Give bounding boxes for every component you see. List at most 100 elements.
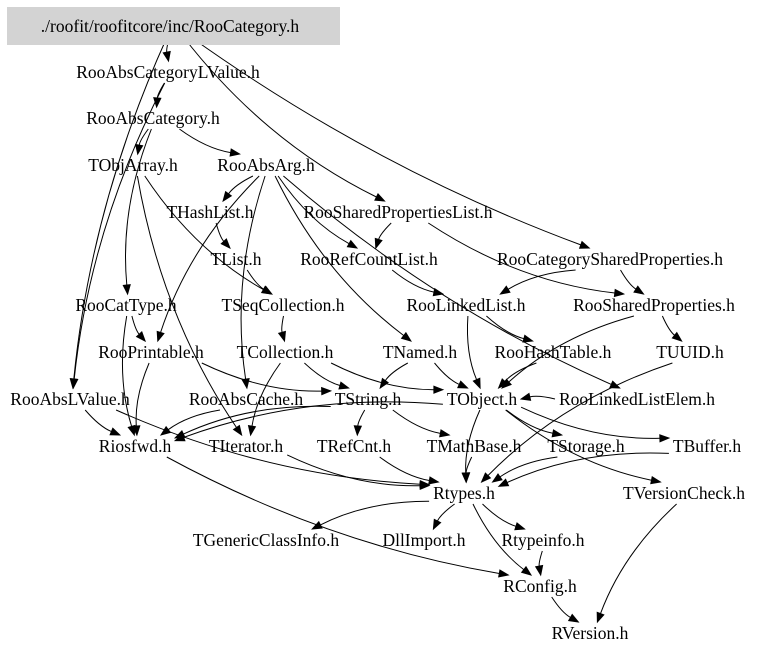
node-tversion-check[interactable]: TVersionCheck.h <box>623 483 745 503</box>
edge-line <box>661 315 675 336</box>
arrowhead-icon <box>596 611 605 624</box>
node-roo-hash-table[interactable]: RooHashTable.h <box>495 342 612 362</box>
node-label: TBuffer.h <box>673 436 741 456</box>
node-rconfig[interactable]: RConfig.h <box>503 576 577 596</box>
edge-roo-category-shared-properties-to-roo-shared-properties <box>620 269 645 295</box>
arrowhead-icon <box>122 284 131 296</box>
node-label: Rtypeinfo.h <box>501 530 584 550</box>
node-label: RooLinkedListElem.h <box>559 389 715 409</box>
node-roo-linked-list[interactable]: RooLinkedList.h <box>406 295 525 315</box>
node-roo-linked-list-elem[interactable]: RooLinkedListElem.h <box>559 389 715 409</box>
edge-roo-category-to-roo-abs-lvalue <box>69 36 168 390</box>
node-dll-import[interactable]: DllImport.h <box>382 530 465 550</box>
node-roo-abs-lvalue[interactable]: RooAbsLValue.h <box>10 389 130 409</box>
edge-line <box>138 128 149 146</box>
edge-roo-printable-to-tstring <box>201 362 333 396</box>
node-roo-ref-count-list[interactable]: RooRefCountList.h <box>300 249 438 269</box>
node-label: TMathBase.h <box>427 436 522 456</box>
arrowhead-icon <box>156 330 165 343</box>
arrowhead-icon <box>159 425 172 436</box>
node-tcollection[interactable]: TCollection.h <box>237 342 334 362</box>
node-titerator[interactable]: TIterator.h <box>209 436 284 456</box>
edges-layer <box>69 36 683 624</box>
node-rversion[interactable]: RVersion.h <box>552 623 629 643</box>
edge-line <box>505 409 652 481</box>
edge-line <box>529 395 556 400</box>
node-label: TString.h <box>335 389 402 409</box>
node-label: RooHashTable.h <box>495 342 612 362</box>
edge-line <box>73 36 168 380</box>
node-tuuid[interactable]: TUUID.h <box>656 342 724 362</box>
node-tstorage[interactable]: TStorage.h <box>547 436 625 456</box>
node-label: TUUID.h <box>656 342 724 362</box>
arrowhead-icon <box>534 564 544 577</box>
arrowhead-icon <box>519 392 532 401</box>
edge-roo-abs-arg-to-roo-ref-count-list <box>277 175 359 249</box>
node-tstring[interactable]: TString.h <box>335 389 402 409</box>
node-roo-abs-category-lvalue[interactable]: RooAbsCategoryLValue.h <box>76 62 260 82</box>
node-rtypeinfo[interactable]: Rtypeinfo.h <box>501 530 584 550</box>
node-roo-printable[interactable]: RooPrintable.h <box>98 342 204 362</box>
node-tnamed[interactable]: TNamed.h <box>383 342 458 362</box>
node-tlist[interactable]: TList.h <box>210 249 261 269</box>
node-label: Rtypes.h <box>433 483 495 503</box>
edge-line <box>179 128 231 154</box>
node-riosfwd[interactable]: Riosfwd.h <box>99 436 172 456</box>
arrowhead-icon <box>173 433 186 442</box>
node-label: RooAbsLValue.h <box>10 389 130 409</box>
node-roo-abs-arg[interactable]: RooAbsArg.h <box>217 155 315 175</box>
node-tmath-base[interactable]: TMathBase.h <box>427 436 522 456</box>
edge-roo-cat-type-to-roo-printable <box>131 315 147 343</box>
node-tobj-array[interactable]: TObjArray.h <box>88 155 178 175</box>
arrowhead-icon <box>609 380 621 389</box>
node-label: TRefCnt.h <box>317 436 392 456</box>
node-tseq-collection[interactable]: TSeqCollection.h <box>222 295 345 315</box>
arrowhead-icon <box>400 331 412 342</box>
node-tobject[interactable]: TObject.h <box>447 389 517 409</box>
edge-line <box>166 456 500 574</box>
arrowhead-icon <box>374 237 383 250</box>
node-roo-category[interactable]: ./roofit/roofitcore/inc/RooCategory.h <box>7 7 340 45</box>
edge-line <box>505 409 553 434</box>
edge-line <box>73 82 166 380</box>
edge-roo-linked-list-to-tobject <box>466 315 481 390</box>
node-roo-shared-properties[interactable]: RooSharedProperties.h <box>573 295 735 315</box>
edge-roo-abs-arg-to-thash-list <box>222 175 254 203</box>
node-label: RooAbsCache.h <box>189 389 303 409</box>
arrowhead-icon <box>132 425 141 437</box>
node-roo-abs-category[interactable]: RooAbsCategory.h <box>86 108 220 128</box>
arrowhead-icon <box>498 569 510 578</box>
arrowhead-icon <box>135 143 144 156</box>
node-rtypes[interactable]: Rtypes.h <box>433 483 495 503</box>
node-roo-shared-properties-list[interactable]: RooSharedPropertiesList.h <box>303 202 492 222</box>
edge-line <box>320 500 430 526</box>
edge-line <box>482 503 517 527</box>
node-roo-category-shared-properties[interactable]: RooCategorySharedProperties.h <box>497 249 723 269</box>
node-roo-cat-type[interactable]: RooCatType.h <box>75 295 177 315</box>
edge-line <box>115 409 421 485</box>
arrowhead-icon <box>109 427 122 436</box>
arrowhead-icon <box>578 240 591 249</box>
node-roo-abs-cache[interactable]: RooAbsCache.h <box>189 389 303 409</box>
arrowhead-icon <box>338 381 350 390</box>
node-label: DllImport.h <box>382 530 465 550</box>
edge-line <box>274 175 405 336</box>
arrowhead-icon <box>311 520 323 530</box>
arrowhead-icon <box>247 424 257 437</box>
node-tbuffer[interactable]: TBuffer.h <box>673 436 741 456</box>
edge-tcollection-to-tstring <box>304 362 350 390</box>
edge-line <box>620 269 637 290</box>
edge-line <box>520 406 660 439</box>
edge-line <box>487 362 673 476</box>
node-label: RooAbsCategoryLValue.h <box>76 62 260 82</box>
edge-rtypes-to-tgeneric-class-info <box>311 500 430 530</box>
node-label: TObjArray.h <box>88 155 178 175</box>
node-thash-list[interactable]: THashList.h <box>166 202 253 222</box>
arrowhead-icon <box>261 285 273 295</box>
arrowhead-icon <box>374 193 386 202</box>
arrowhead-icon <box>457 380 469 389</box>
edge-line <box>392 409 441 434</box>
node-tref-cnt[interactable]: TRefCnt.h <box>317 436 392 456</box>
edge-line <box>551 596 571 618</box>
node-tgeneric-class-info[interactable]: TGenericClassInfo.h <box>193 530 340 550</box>
